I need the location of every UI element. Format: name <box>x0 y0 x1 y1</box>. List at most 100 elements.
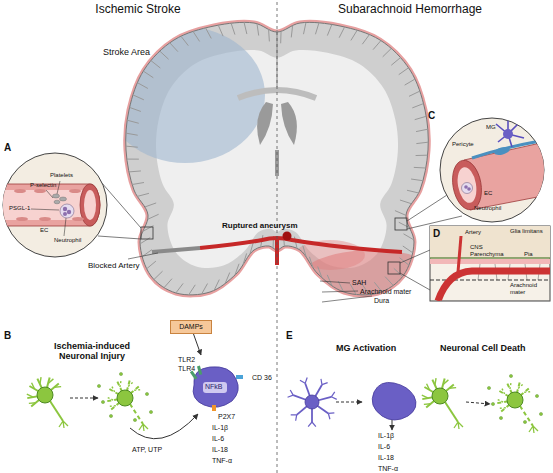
label-text: Ruptured aneurysm <box>222 222 298 231</box>
sulcus <box>391 58 400 66</box>
sulcus <box>383 48 392 56</box>
process-arrow <box>130 414 198 439</box>
label-text: Ischemia-induced Neuronal Injury <box>42 342 142 362</box>
sulcus <box>411 179 423 181</box>
sulcus <box>268 29 270 41</box>
sulcus <box>303 246 306 257</box>
injured-neuron <box>97 372 152 431</box>
label-text: Pericyte <box>452 141 474 148</box>
label-text: P2X7 <box>218 413 235 421</box>
label-text: TNF-α <box>212 457 232 465</box>
label-text: Stroke Area <box>103 48 150 58</box>
injured-neuron <box>487 374 542 433</box>
label-text: Glia limitans <box>510 228 548 235</box>
sulcus <box>416 129 428 131</box>
brain-section <box>105 22 447 314</box>
sulcus <box>415 116 427 119</box>
sulcus <box>244 22 247 34</box>
sulcus <box>405 79 415 85</box>
connector-arrow <box>194 334 202 355</box>
sulcus <box>407 190 419 193</box>
ventricle <box>257 102 273 145</box>
sulcus <box>151 61 160 68</box>
label-text: IL-18 <box>212 446 228 454</box>
activated-microglia <box>372 382 416 420</box>
sulcus <box>127 120 139 123</box>
sulcus <box>143 71 153 78</box>
label-text: CD 36 <box>252 374 272 382</box>
panel-letter: E <box>286 330 293 341</box>
sulcus <box>399 222 410 227</box>
sulcus <box>231 23 235 34</box>
label-text: Neuronal Cell Death <box>440 344 526 354</box>
sulcus <box>154 271 163 279</box>
sulcus <box>181 36 188 45</box>
sulcus <box>130 107 141 111</box>
sulcus <box>327 275 332 286</box>
sulcus <box>147 261 156 269</box>
sulcus <box>309 257 313 268</box>
receptor-label: TLR4 <box>178 365 195 373</box>
label-text: IL-6 <box>212 435 224 443</box>
sulcus <box>362 35 369 45</box>
divider-line <box>277 2 278 473</box>
sulcus <box>129 170 141 172</box>
sulcus <box>132 183 144 185</box>
microglia-cell: TLR2TLR4NFkB <box>178 355 244 411</box>
label-text: ATP, UTP <box>132 446 162 454</box>
label-text: IL-1β <box>378 432 394 440</box>
label-text: MG Activation <box>336 344 396 354</box>
label-text: Neutrophil <box>54 237 81 244</box>
process-arrow <box>392 420 393 430</box>
label-text: TNF-α <box>378 465 398 473</box>
sulcus <box>395 211 406 216</box>
cell-illustrations <box>27 372 543 438</box>
receptor-label: TLR2 <box>178 356 195 364</box>
sulcus <box>193 31 200 41</box>
sulcus <box>351 30 357 40</box>
label-text: Neutrophil <box>474 205 501 212</box>
sulcus <box>164 279 172 288</box>
sulcus <box>385 277 393 286</box>
damps-box: DAMPs <box>170 320 212 334</box>
sulcus <box>148 214 159 219</box>
sulcus <box>126 133 138 135</box>
sulcus <box>170 43 178 52</box>
label-text: Blocked Artery <box>88 262 140 271</box>
label-text: Platelets <box>50 172 73 179</box>
sulcus <box>225 272 230 283</box>
receptor-label: NFkB <box>205 383 223 391</box>
sulcus <box>145 203 156 207</box>
label-text: IL-1β <box>212 424 228 432</box>
sulcus <box>412 104 423 108</box>
inset-a <box>0 153 153 257</box>
sulcus <box>416 155 428 156</box>
sulcus <box>243 253 247 264</box>
sulcus <box>315 23 319 34</box>
label-text: EC <box>484 190 492 197</box>
process-arrow <box>336 402 362 403</box>
label-text: MG <box>486 124 496 131</box>
label-text: SAH <box>352 279 366 287</box>
label-text: EC <box>40 227 48 234</box>
sulcus <box>409 91 420 96</box>
label-text: CNS Parenchyma <box>470 244 512 257</box>
artery <box>200 238 402 252</box>
label-text: Pia <box>524 251 533 258</box>
sulcus <box>189 285 196 295</box>
sulcus <box>399 68 409 75</box>
sulcus <box>303 22 305 34</box>
sulcus <box>133 95 144 100</box>
sulcus <box>280 31 281 43</box>
label-text: Ischemic Stroke <box>58 3 218 16</box>
label-text: Artery <box>465 229 481 236</box>
sulcus <box>127 159 139 160</box>
sulcus <box>318 267 322 278</box>
sulcus <box>414 167 426 169</box>
panel-letter: D <box>433 228 440 239</box>
panel-letter: A <box>4 142 11 153</box>
inset-d <box>388 226 550 301</box>
label-text: Arachnoid mater <box>360 288 411 296</box>
